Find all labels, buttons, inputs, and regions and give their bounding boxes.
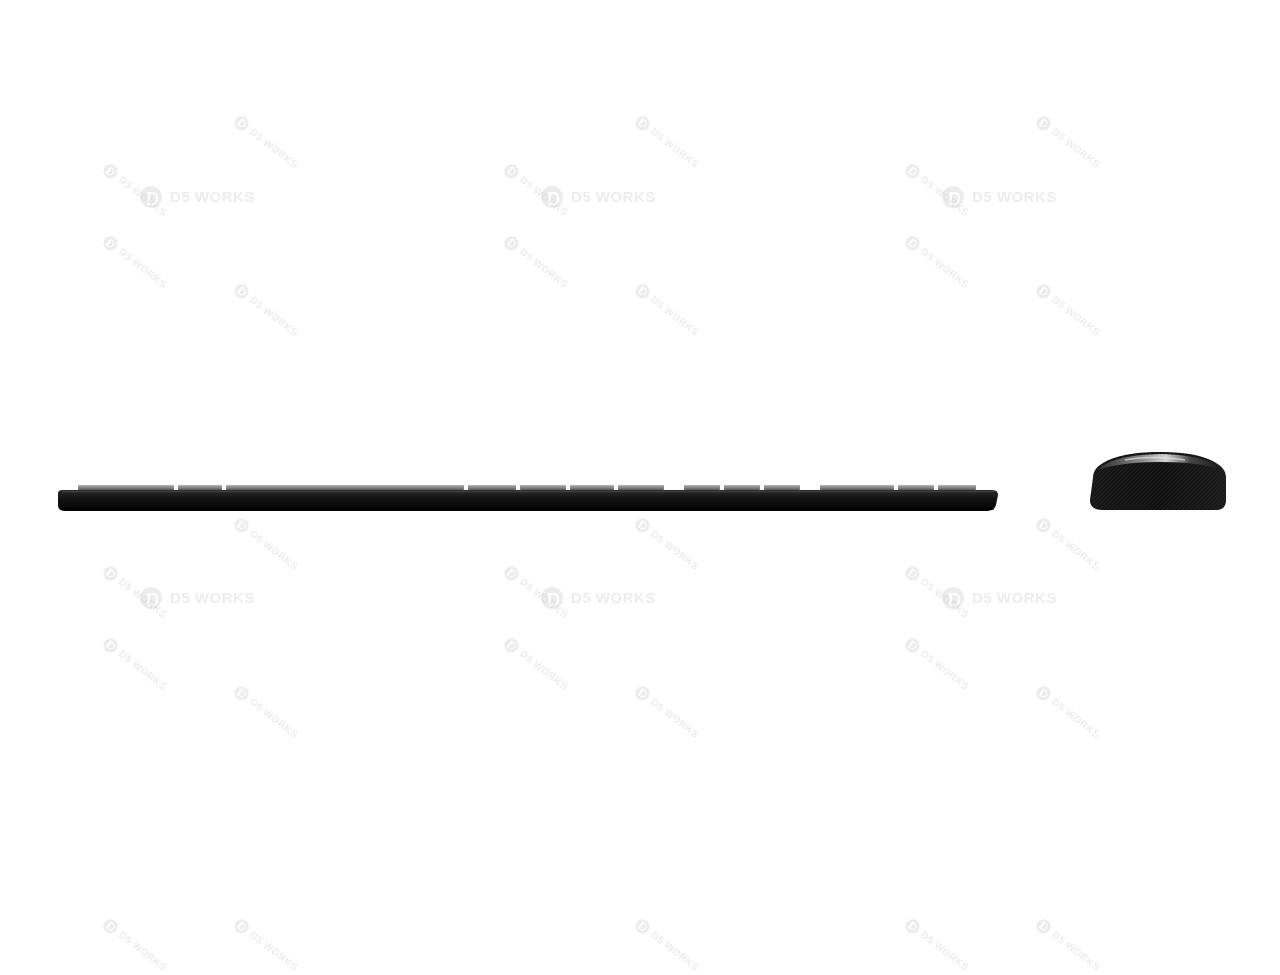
mouse: [1090, 452, 1226, 510]
keyboard-keys: [78, 485, 976, 490]
keyboard: [58, 485, 998, 511]
